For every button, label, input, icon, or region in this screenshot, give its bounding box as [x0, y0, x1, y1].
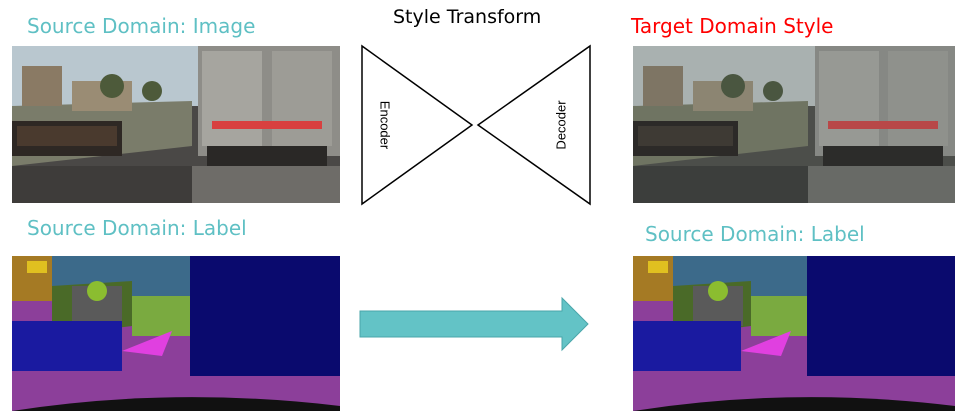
source-street-image — [12, 46, 340, 203]
encoder-triangle — [361, 44, 474, 206]
source-image-label: Source Domain: Image — [27, 14, 256, 38]
encoder-label: Encoder — [378, 101, 393, 150]
target-street-image — [633, 46, 955, 203]
decoder-label: Decoder — [553, 100, 568, 150]
decoder-triangle — [476, 44, 591, 206]
source-label-right-label: Source Domain: Label — [645, 222, 865, 246]
target-style-label: Target Domain Style — [631, 14, 834, 38]
style-transform-title: Style Transform — [393, 6, 542, 28]
right-arrow-icon — [359, 296, 589, 352]
source-label-left-label: Source Domain: Label — [27, 216, 247, 240]
source-label-map-left — [12, 256, 340, 411]
source-label-map-right — [633, 256, 955, 411]
